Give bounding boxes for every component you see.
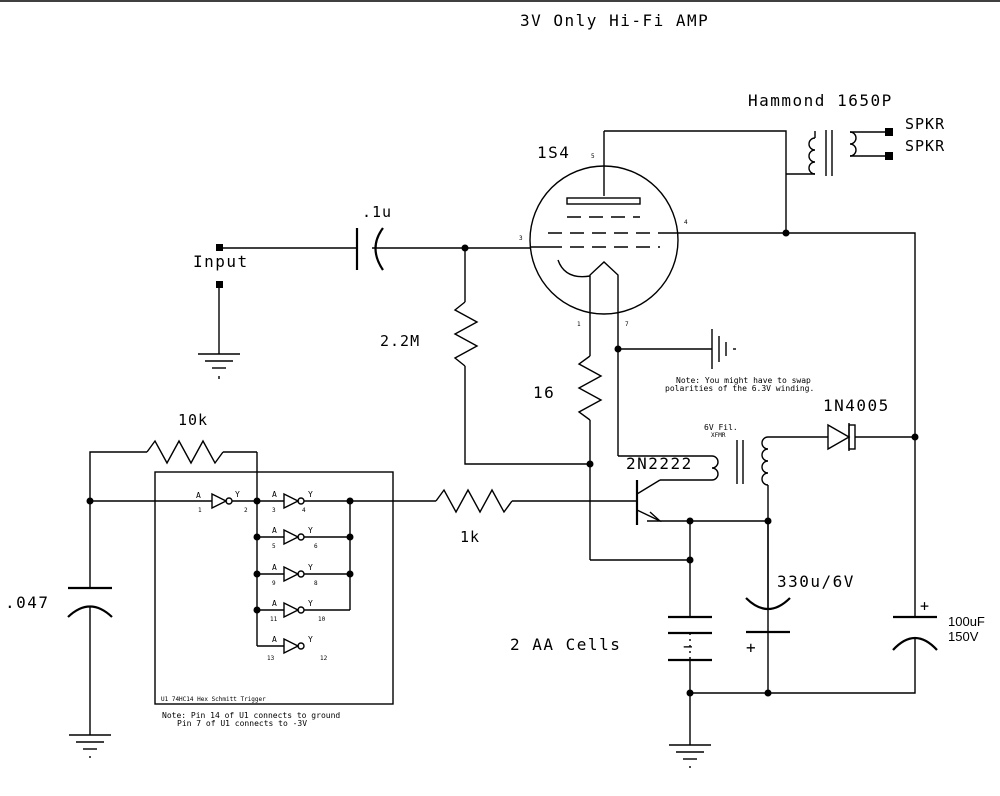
gate-1-pin-in: 1 [198,507,202,514]
vacuum-tube-1s4 [529,131,680,315]
battery-label: 2 AA Cells [510,635,621,654]
gate-3-in: A [272,526,277,535]
filter-cap-label: 330u/6V [777,572,855,591]
gate-1-out: Y [235,490,240,499]
wire-plate-to-transformer [604,130,787,174]
junction [764,689,772,697]
input-terminal[interactable] [216,244,223,251]
schematic-title: 3V Only Hi-Fi AMP [520,11,709,30]
resistor-10k [146,439,224,465]
speaker-terminal-2[interactable] [885,152,893,160]
hv-cap-voltage: 150V [948,629,979,644]
gate-2-pin-in: 3 [272,507,276,514]
input-label: Input [193,252,249,271]
gate-4-out: Y [308,563,313,572]
transformer-label: Hammond 1650P [748,91,893,110]
gate-6-pin-in: 13 [267,655,275,662]
speaker-label-1: SPKR [905,115,945,133]
gate-1-pin-out: 2 [244,507,248,514]
schmitt-gate-4 [257,565,350,583]
chassis-ground-symbol [711,329,736,369]
ic-title: U1 74HC14 Hex Schmitt Trigger [161,696,266,703]
gate-4-in: A [272,563,277,572]
schmitt-gate-3 [257,528,350,546]
base-res-label: 1k [460,528,480,546]
junction [346,570,354,578]
gate-5-pin-in: 11 [270,616,278,623]
hv-cap-plus: + [920,597,930,615]
speaker-label-2: SPKR [905,137,945,155]
ic-note-2: Pin 7 of U1 connects to -3V [177,719,307,728]
input-cap-label: .1u [362,203,392,221]
junction [253,497,261,505]
gate-3-out: Y [308,526,313,535]
gate-2-out: Y [308,490,313,499]
tube-pin-3: 3 [519,235,523,242]
gate-5-out: Y [308,599,313,608]
diode-1n4005 [827,423,856,451]
junction [782,229,790,237]
resistor-1k [435,488,513,514]
hv-cap-value: 100uF [948,614,985,629]
output-transformer [786,130,888,176]
tube-pin-7: 7 [625,321,629,328]
junction [346,497,354,505]
transistor-2n2222 [635,479,662,525]
gate-6-in: A [272,635,277,644]
resistor-16 [577,355,603,421]
gate-6-out: Y [308,635,313,644]
tube-pin-1: 1 [577,321,581,328]
wire-grid-return [464,366,590,465]
fil-xfmr-label-2: XFMR [711,432,726,439]
tube-pin-4: 4 [684,219,688,226]
gate-2-pin-out: 4 [302,507,306,514]
timing-cap-label: .047 [5,593,50,612]
grid-res-label: 2.2M [380,332,420,350]
ic-u1-outline [154,471,394,705]
ground-symbol [198,353,240,379]
ic-note-1: Note: Pin 14 of U1 connects to ground [162,711,340,720]
gate-1-in: A [196,491,201,500]
wire-screen-bus [680,232,916,437]
tube-pin-5: 5 [591,153,595,160]
fil-xfmr-label-1: 6V Fil. [704,423,738,432]
ground-symbol [669,744,711,768]
wire-ground-bus [690,638,916,694]
battery-minus: − [683,637,694,656]
junction [253,570,261,578]
gate-5-pin-out: 10 [318,616,326,623]
diode-label: 1N4005 [823,396,890,415]
filter-cap-plus: + [746,638,757,657]
tube-label: 1S4 [537,143,570,162]
resistor-2-2m [453,301,479,367]
junction [346,533,354,541]
schmitt-gate-2 [257,492,350,510]
junction [253,533,261,541]
gate-6-pin-out: 12 [320,655,328,662]
gate-4-pin-in: 9 [272,580,276,587]
junction [253,606,261,614]
gate-5-in: A [272,599,277,608]
filament-transformer [711,436,769,486]
speaker-terminal-1[interactable] [885,128,893,136]
ground-symbol [69,734,111,758]
input-capacitor [355,227,384,271]
input-ground-terminal[interactable] [216,281,223,288]
swap-note-line-1: Note: You might have to swap [676,376,811,385]
schmitt-gate-5 [257,601,350,619]
feedback-res-label: 10k [178,411,208,429]
swap-note-line-2: polarities of the 6.3V winding. [665,384,814,393]
schmitt-gate-6 [257,637,305,655]
transistor-label: 2N2222 [626,454,693,473]
gate-3-pin-in: 5 [272,543,276,550]
junction [586,460,594,468]
wire [89,451,147,501]
gate-4-pin-out: 8 [314,580,318,587]
gate-2-in: A [272,490,277,499]
gate-3-pin-out: 6 [314,543,318,550]
cathode-res-label: 16 [533,383,555,402]
